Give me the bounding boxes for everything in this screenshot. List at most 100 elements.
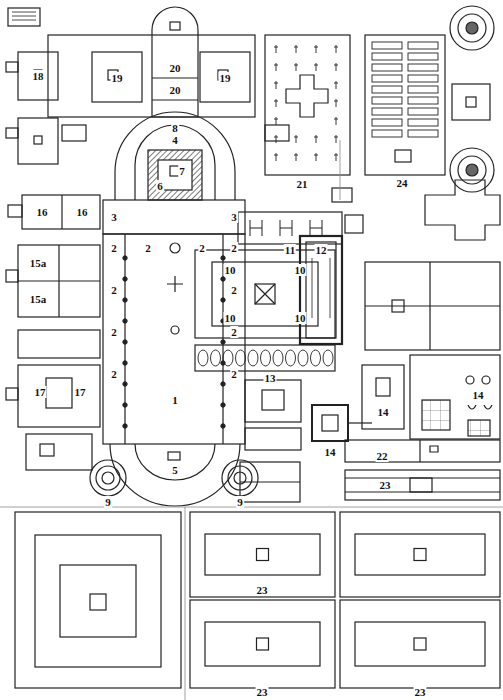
callout-number: 9 (104, 496, 112, 508)
callout-number: 3 (230, 211, 238, 223)
callout-number: 16 (36, 206, 49, 218)
garden-bed (372, 53, 402, 60)
callout-number: 20 (169, 62, 182, 74)
callout-number: 2 (230, 368, 238, 380)
pen-yard (190, 600, 335, 688)
callout-number: 2 (144, 242, 152, 254)
stable (355, 622, 485, 666)
column (221, 298, 225, 302)
garden-bed (408, 53, 438, 60)
garden-bed (408, 130, 438, 137)
garden-bed (372, 119, 402, 126)
callout-number: 2 (198, 242, 206, 254)
callout-number: 11 (284, 244, 296, 256)
callout-number: 1 (171, 394, 179, 406)
barrel (236, 350, 246, 366)
callout-number: 22 (376, 450, 389, 462)
column (123, 319, 127, 323)
garden-bed (372, 97, 402, 104)
callout-number: 4 (171, 134, 179, 146)
callout-number: 2 (110, 284, 118, 296)
stable (205, 622, 320, 666)
barrel (198, 350, 208, 366)
grave-tree (334, 153, 338, 161)
callout-number: 17 (34, 386, 47, 398)
barrel (286, 350, 296, 366)
callout-number: 2 (230, 326, 238, 338)
grave-tree (294, 135, 298, 143)
garden-bed (372, 108, 402, 115)
garden-bed (372, 75, 402, 82)
grave-tree (274, 117, 278, 125)
callout-number: 14 (472, 389, 485, 401)
callout-number: 10 (224, 264, 237, 276)
callout-number: 19 (111, 72, 124, 84)
hearth (257, 549, 269, 561)
barrel (248, 350, 258, 366)
callout-number: 7 (178, 165, 186, 177)
callout-number: 15a (29, 293, 48, 305)
column (123, 256, 127, 260)
grave-tree (334, 99, 338, 107)
callout-number: 14 (377, 406, 390, 418)
garden-bed (408, 108, 438, 115)
stable (205, 534, 320, 575)
callout-number: 3 (110, 211, 118, 223)
grave-tree (274, 63, 278, 71)
column (123, 298, 127, 302)
callout-number: 14 (324, 446, 337, 458)
hearth (414, 638, 426, 650)
grave-tree (334, 45, 338, 53)
grave-tree (274, 99, 278, 107)
garden-bed (372, 42, 402, 49)
column (123, 340, 127, 344)
callout-number: 17 (74, 386, 87, 398)
callout-number: 9 (236, 496, 244, 508)
callout-number: 24 (396, 177, 409, 189)
column (221, 403, 225, 407)
column (221, 277, 225, 281)
grave-tree (314, 153, 318, 161)
barrel (311, 350, 321, 366)
barrel (211, 350, 221, 366)
garden-bed (408, 97, 438, 104)
grave-tree (294, 153, 298, 161)
column (221, 382, 225, 386)
grave-tree (274, 135, 278, 143)
callout-number: 15a (29, 257, 48, 269)
garden-bed (372, 130, 402, 137)
callout-number: 2 (110, 326, 118, 338)
grave-tree (314, 135, 318, 143)
column (123, 277, 127, 281)
callout-number: 2 (110, 242, 118, 254)
callout-number: 23 (256, 686, 269, 698)
garden-bed (408, 119, 438, 126)
column (123, 424, 127, 428)
grave-tree (274, 45, 278, 53)
stable (355, 534, 485, 575)
garden-bed (408, 86, 438, 93)
pen-yard (340, 600, 500, 688)
grave-tree (274, 153, 278, 161)
callout-number: 10 (294, 312, 307, 324)
grave-tree (314, 45, 318, 53)
callout-number: 18 (32, 70, 45, 82)
hearth (257, 638, 269, 650)
callout-number: 16 (76, 206, 89, 218)
callout-number: 21 (296, 178, 309, 190)
column (221, 424, 225, 428)
barrel (323, 350, 333, 366)
barrel (298, 350, 308, 366)
pen-yard (190, 512, 335, 597)
callout-number: 2 (230, 242, 238, 254)
pen-yard (340, 512, 500, 597)
column (123, 361, 127, 365)
callout-number: 23 (379, 479, 392, 491)
hearth (414, 549, 426, 561)
garden-bed (408, 64, 438, 71)
garden-bed (372, 86, 402, 93)
callout-number: 23 (256, 584, 269, 596)
callout-number: 23 (414, 686, 427, 698)
callout-number: 12 (315, 244, 328, 256)
